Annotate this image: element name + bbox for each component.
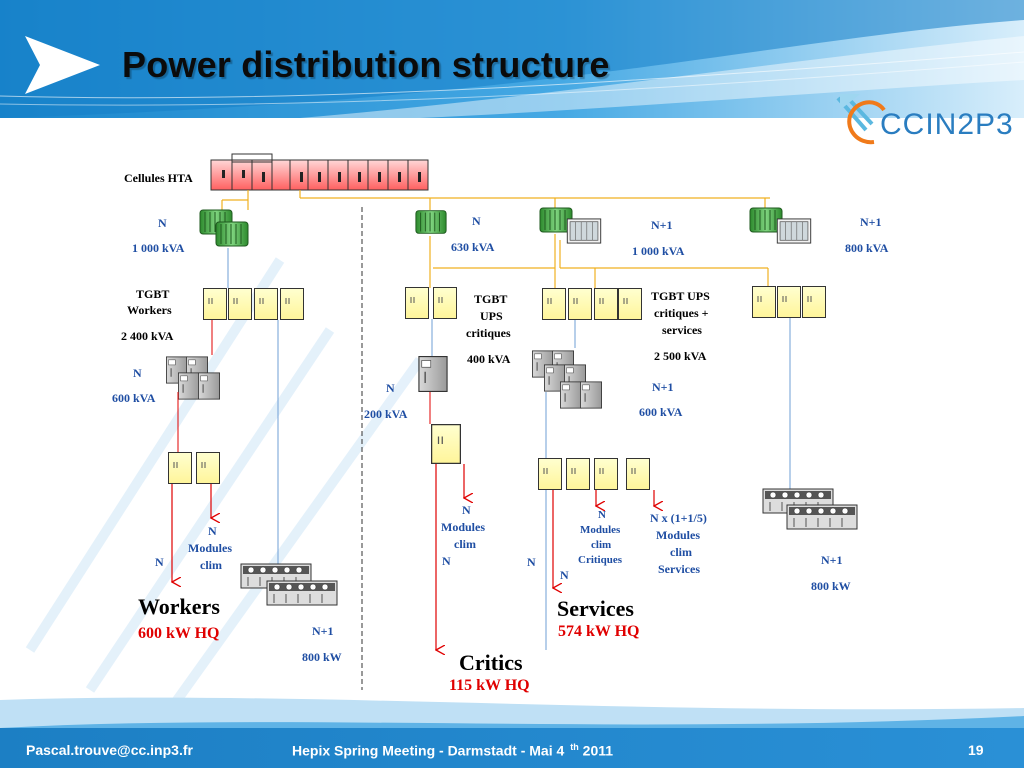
services-modules-crit-4: Critiques	[578, 554, 622, 566]
right-chiller-power: 800 kW	[811, 579, 851, 593]
critics-ups-redundancy: N	[386, 381, 395, 395]
services-modules-serv-1: N x (1+1/5)	[650, 511, 707, 525]
services-transformer-redundancy: N+1	[651, 218, 673, 232]
critics-tgbt-label-3: critiques	[466, 326, 511, 340]
left-ups-redundancy: N	[133, 366, 142, 380]
services-modules-serv-4: Services	[658, 562, 700, 576]
services-zone-name: Services	[557, 596, 634, 621]
services-feed-n1: N	[527, 555, 536, 569]
services-tgbt-rating: 2 500 kVA	[654, 349, 707, 363]
services-tgbt-label-2: critiques +	[654, 306, 709, 320]
left-chiller-power: 800 kW	[302, 650, 342, 664]
services-zone-power: 574 kW HQ	[558, 623, 640, 640]
footer-event-year: 2011	[582, 742, 614, 759]
left-tgbt-label-2: Workers	[127, 303, 172, 317]
left-transformer-redundancy: N	[158, 216, 167, 230]
right-transformer-redundancy: N+1	[860, 215, 882, 229]
left-ups-rating: 600 kVA	[112, 391, 156, 405]
footer-page-number: 19	[968, 742, 984, 758]
services-modules-serv-3: clim	[670, 545, 692, 559]
services-modules-crit-2: Modules	[580, 524, 621, 536]
footer-event: Hepix Spring Meeting - Darmstadt - Mai 4…	[292, 742, 613, 759]
hta-label: Cellules HTA	[124, 171, 193, 185]
critics-tgbt-label-2: UPS	[480, 309, 503, 323]
tgbt-ups-critiques	[404, 287, 458, 319]
logo-text: CCIN2P3	[880, 108, 1014, 141]
left-feed-n: N	[155, 555, 164, 569]
services-modules-crit-1: N	[598, 509, 606, 521]
services-modules-serv-2: Modules	[656, 528, 701, 542]
left-transformer-rating: 1 000 kVA	[132, 241, 185, 255]
title-arrow-icon	[25, 36, 100, 94]
services-ups-rating: 600 kVA	[639, 405, 683, 419]
left-tgbt-2	[167, 452, 221, 484]
hta-cells	[210, 153, 429, 191]
right-tgbt	[752, 286, 826, 318]
services-transformer-rating: 1 000 kVA	[632, 244, 685, 258]
critics-transformer-rating: 630 kVA	[451, 240, 495, 254]
critics-zone-name: Critics	[459, 650, 523, 675]
critics-tgbt-rating: 400 kVA	[467, 352, 511, 366]
right-transformer-rating: 800 kVA	[845, 241, 889, 255]
left-modules-2: Modules	[188, 541, 233, 555]
left-modules-1: N	[208, 524, 217, 538]
ccin2p3-logo-icon	[836, 94, 886, 145]
page-title: Power distribution structure	[122, 44, 610, 85]
critics-tgbt-label-1: TGBT	[474, 292, 508, 306]
footer-event-text: Hepix Spring Meeting - Darmstadt - Mai 4	[292, 742, 565, 759]
left-tgbt-rating: 2 400 kVA	[121, 329, 174, 343]
footer-band	[0, 728, 1024, 768]
tgbt-ups-services	[542, 288, 642, 320]
critics-feed-n: N	[442, 554, 451, 568]
critics-modules-3: clim	[454, 537, 476, 551]
left-modules-3: clim	[200, 558, 222, 572]
left-tgbt-label-1: TGBT	[136, 287, 170, 301]
tgbt-workers	[203, 288, 304, 320]
services-ups-redundancy: N+1	[652, 380, 674, 394]
left-chiller-redundancy: N+1	[312, 624, 334, 638]
critics-zone-power: 115 kW HQ	[449, 677, 530, 694]
services-tgbt-label-3: services	[662, 323, 702, 337]
services-tgbt-label-1: TGBT UPS	[651, 289, 710, 303]
critics-modules-1: N	[462, 503, 471, 517]
workers-zone-name: Workers	[138, 594, 220, 619]
services-modules-crit-3: clim	[591, 539, 612, 551]
footer-email: Pascal.trouve@cc.inp3.fr	[26, 742, 193, 758]
critics-modules-2: Modules	[441, 520, 486, 534]
services-tgbt-2	[537, 458, 651, 490]
workers-zone-power: 600 kW HQ	[138, 625, 220, 642]
critics-transformer-redundancy: N	[472, 214, 481, 228]
hta-bus-lines	[221, 190, 770, 290]
services-feed-n2: N	[560, 568, 569, 582]
right-chiller-redundancy: N+1	[821, 553, 843, 567]
footer-event-sup: th	[570, 742, 579, 752]
critics-ups-rating: 200 kVA	[364, 407, 408, 421]
